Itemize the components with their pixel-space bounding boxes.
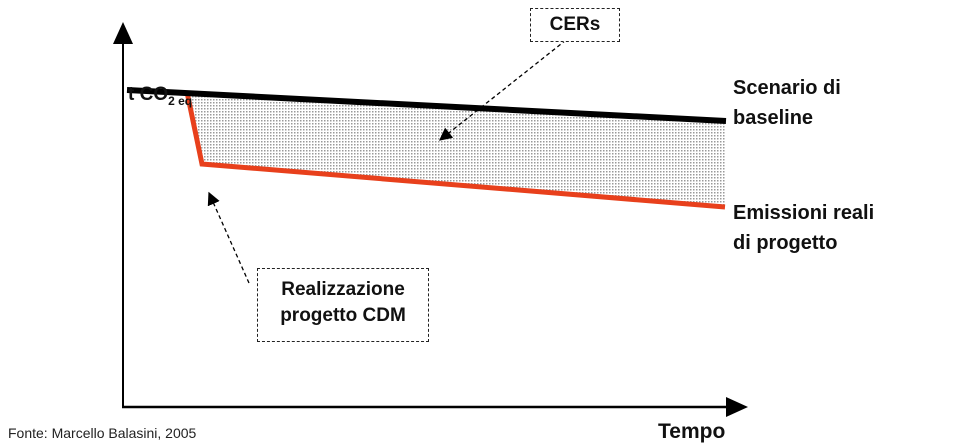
cdm-arrow <box>207 191 250 284</box>
project-emissions-line <box>184 91 726 210</box>
y-axis-arrow-icon <box>113 22 133 44</box>
cers-area <box>188 94 725 206</box>
x-axis-arrow-icon <box>726 397 748 417</box>
x-axis-label: Tempo <box>658 420 726 443</box>
baseline-line <box>126 87 727 124</box>
cers-arrow <box>438 39 567 141</box>
source-caption: Fonte: Marcello Balasini, 2005 <box>8 425 197 441</box>
cers-box: CERs <box>530 8 620 42</box>
y-axis-label: t CO2 eq <box>128 84 193 108</box>
